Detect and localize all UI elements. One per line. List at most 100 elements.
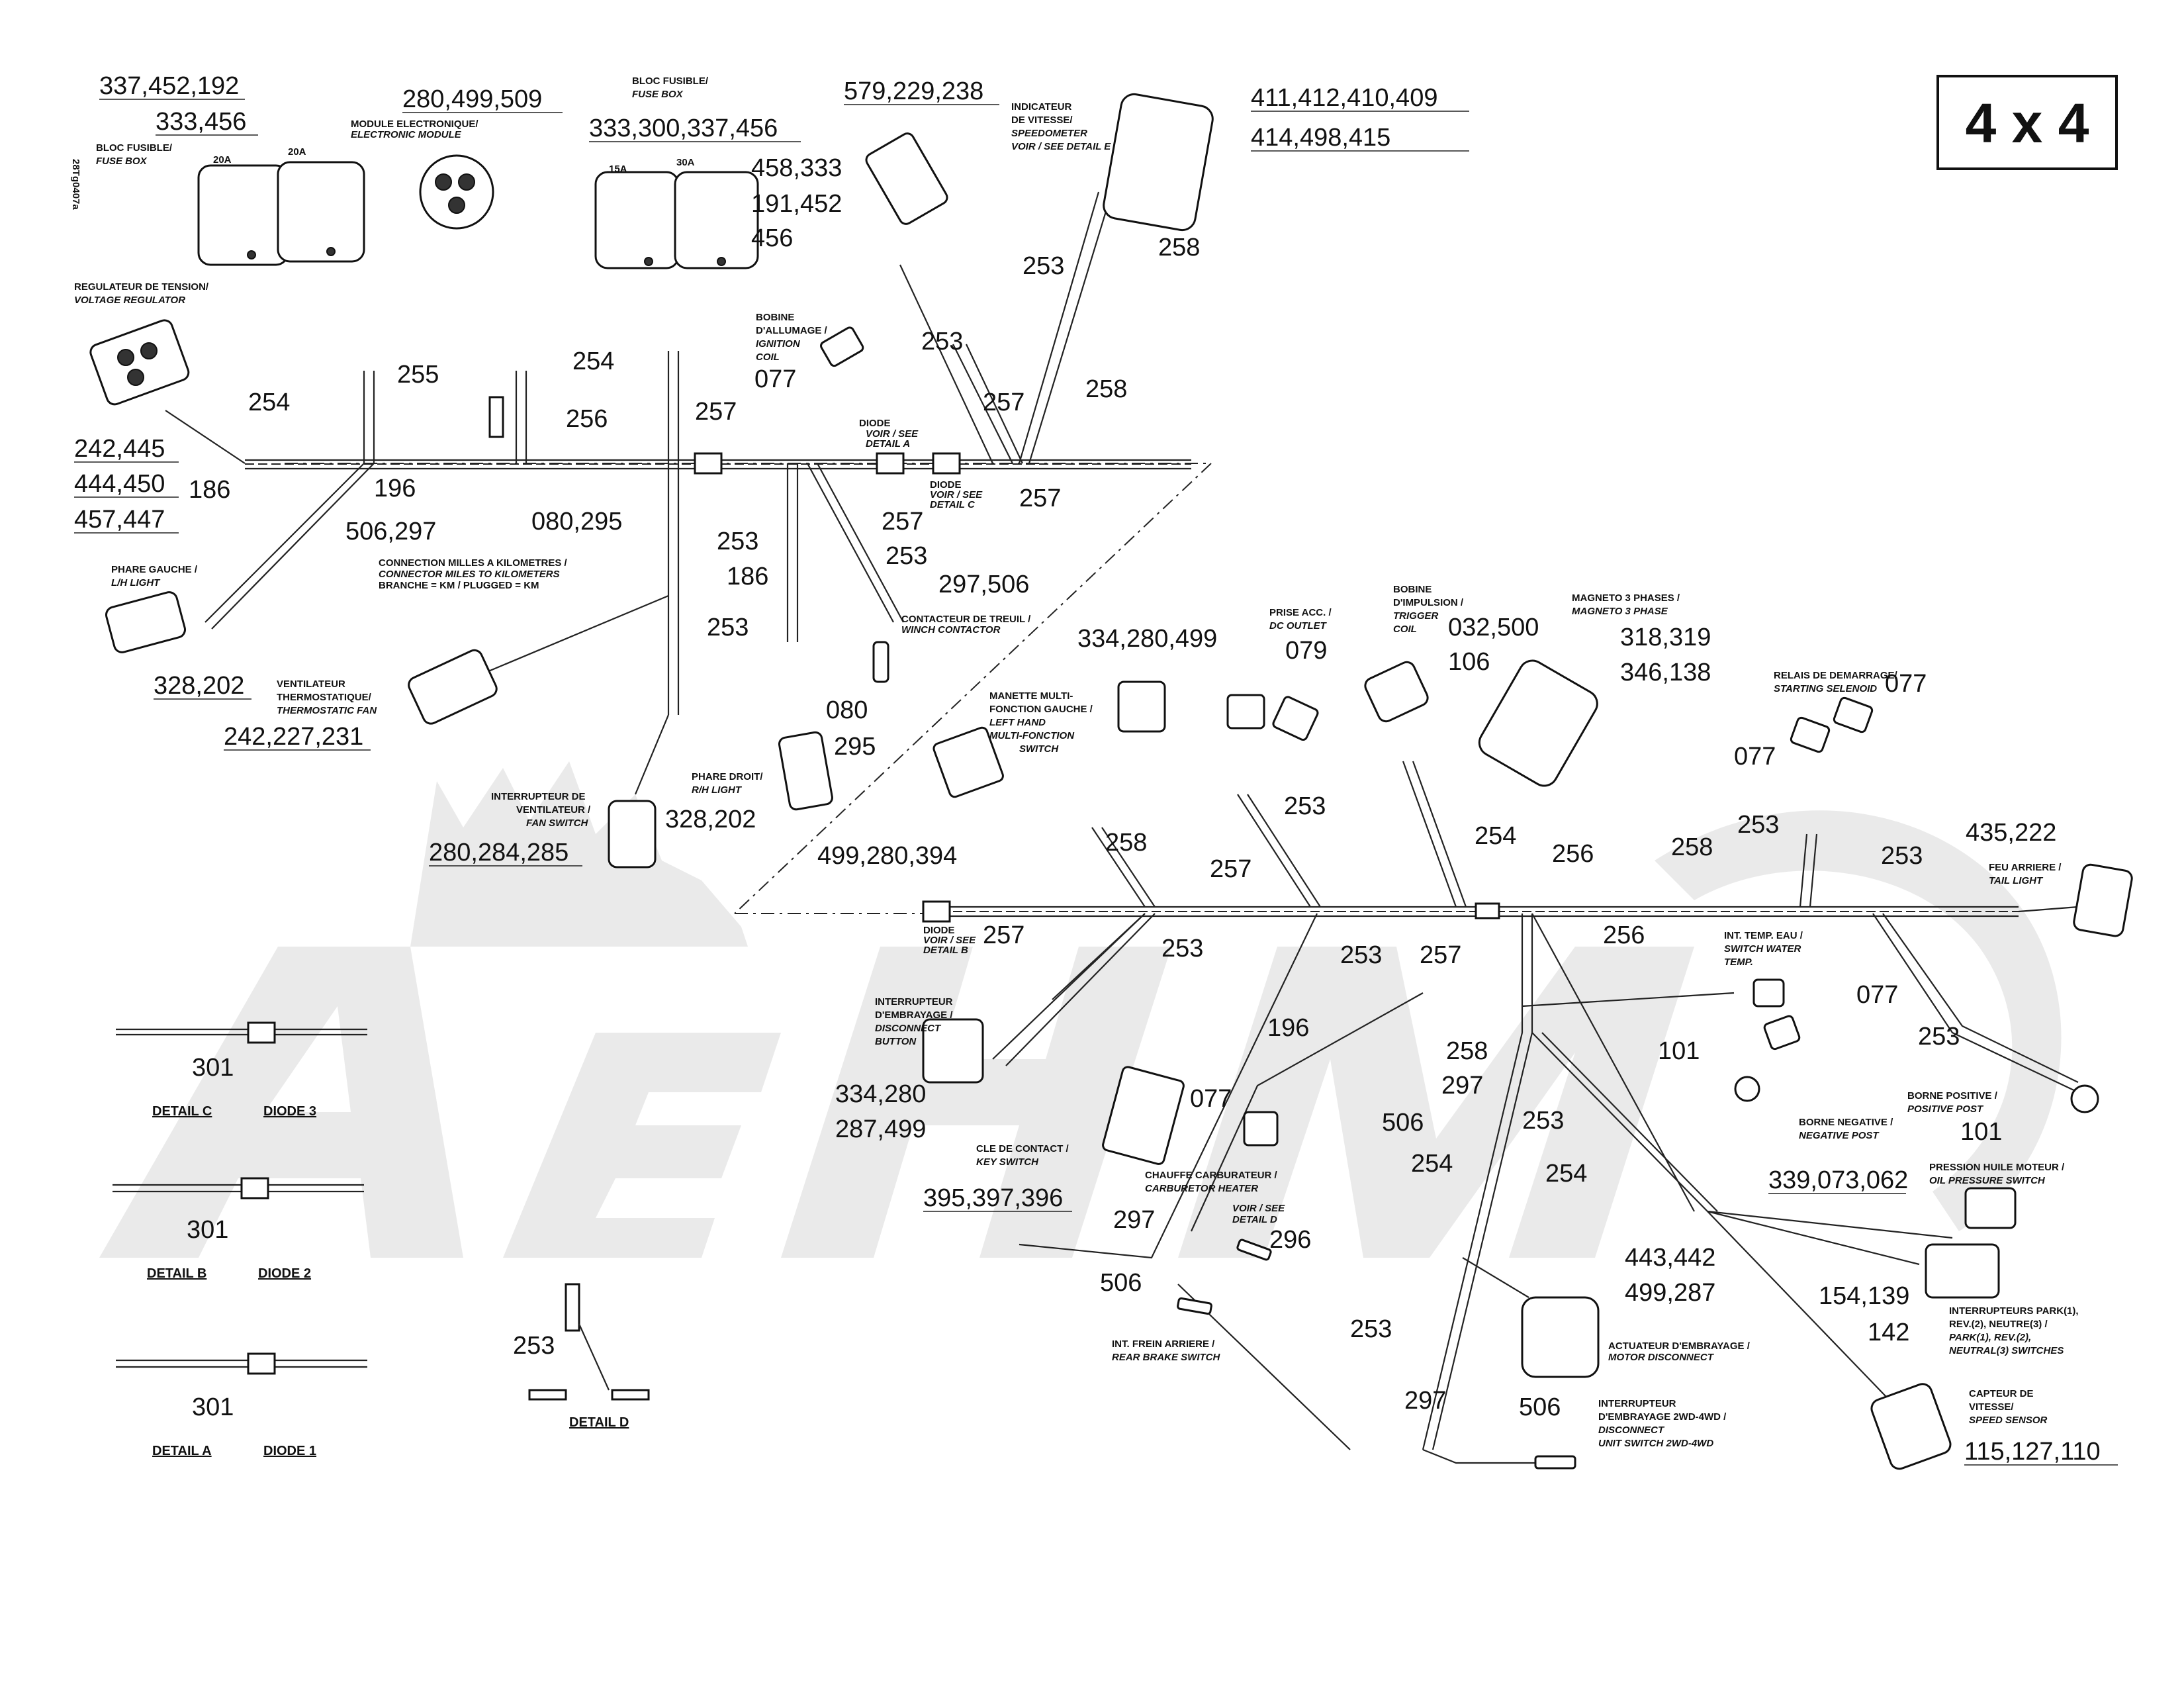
part-label: 253 bbox=[921, 328, 963, 355]
disconnect-button-connector bbox=[922, 1018, 984, 1084]
caption: ELECTRONIC MODULE bbox=[351, 129, 462, 140]
part-label: 191,452 bbox=[751, 190, 842, 218]
part-label: 339,073,062 bbox=[1768, 1166, 1908, 1194]
part-label: 253 bbox=[1350, 1315, 1392, 1343]
part-label: 444,450 bbox=[74, 470, 165, 498]
caption: NEUTRAL(3) SWITCHES bbox=[1949, 1345, 2064, 1356]
detail-title: DETAIL B bbox=[147, 1266, 206, 1281]
caption: SWITCH WATER bbox=[1724, 943, 1801, 955]
caption: CONNECTOR MILES TO KILOMETERS bbox=[379, 569, 560, 580]
caption: BORNE NEGATIVE / bbox=[1799, 1117, 1893, 1128]
part-label: 142 bbox=[1868, 1319, 1909, 1346]
starting-solenoid-connector-b bbox=[1833, 696, 1874, 733]
winch-contactor-connector bbox=[872, 641, 889, 683]
part-label: 254 bbox=[1411, 1150, 1453, 1178]
caption: MAGNETO 3 PHASE bbox=[1572, 606, 1668, 617]
caption: VOIR / SEE bbox=[866, 428, 919, 440]
caption: D'ALLUMAGE / bbox=[756, 325, 828, 336]
part-label: 318,319 bbox=[1620, 624, 1711, 651]
part-label: 080,295 bbox=[531, 508, 622, 536]
lh-light-connector bbox=[105, 591, 186, 653]
caption: INT. TEMP. EAU / bbox=[1724, 930, 1803, 941]
part-label: 297 bbox=[1113, 1206, 1155, 1234]
caption: BOBINE bbox=[756, 312, 794, 323]
caption: INT. FREIN ARRIERE / bbox=[1112, 1338, 1215, 1350]
speedometer-connector bbox=[1103, 93, 1214, 232]
part-label: 077 bbox=[1856, 981, 1898, 1009]
caption: VITESSE/ bbox=[1969, 1401, 2014, 1413]
caption: MAGNETO 3 PHASES / bbox=[1572, 592, 1680, 604]
part-label: 101 bbox=[1658, 1037, 1700, 1065]
part-label: 506 bbox=[1519, 1393, 1561, 1421]
caption: ACTUATEUR D'EMBRAYAGE / bbox=[1608, 1340, 1751, 1352]
part-label: 255 bbox=[397, 361, 439, 389]
caption: DE VITESSE/ bbox=[1011, 115, 1073, 126]
caption: FONCTION GAUCHE / bbox=[989, 704, 1093, 715]
part-label: 253 bbox=[886, 542, 927, 570]
part-label: 499,287 bbox=[1625, 1279, 1715, 1307]
caption: INTERRUPTEUR bbox=[1598, 1398, 1676, 1409]
part-label: 280,499,509 bbox=[402, 85, 542, 113]
part-label: 253 bbox=[717, 528, 758, 555]
part-label: 080 bbox=[826, 696, 868, 724]
part-label: 258 bbox=[1105, 829, 1147, 857]
caption: COIL bbox=[756, 352, 780, 363]
park-rev-neutral-switch-connector bbox=[1925, 1243, 2000, 1299]
part-label: 253 bbox=[1522, 1107, 1564, 1135]
part-label: 253 bbox=[1881, 842, 1923, 870]
part-label: 077 bbox=[1885, 670, 1927, 698]
part-label: 297 bbox=[1404, 1387, 1446, 1415]
part-label: 506 bbox=[1382, 1109, 1424, 1137]
starting-solenoid-connector-a bbox=[1790, 716, 1831, 753]
part-label: 242,227,231 bbox=[224, 723, 363, 751]
caption: R/H LIGHT bbox=[692, 784, 743, 796]
caption: PRESSION HUILE MOTEUR / bbox=[1929, 1162, 2065, 1173]
part-label: 154,139 bbox=[1819, 1282, 1909, 1310]
caption: BLOC FUSIBLE/ bbox=[632, 75, 709, 87]
part-label: 257 bbox=[1420, 941, 1461, 969]
part-label: 296 bbox=[1269, 1226, 1311, 1254]
lower-harness-clip bbox=[1475, 902, 1500, 919]
caption: INTERRUPTEUR bbox=[875, 996, 953, 1008]
part-label: 032,500 bbox=[1448, 614, 1539, 641]
part-label: 253 bbox=[1918, 1023, 1960, 1051]
caption: THERMOSTATIQUE/ bbox=[277, 692, 372, 703]
badge-box bbox=[1936, 75, 2118, 170]
caption: VENTILATEUR bbox=[277, 679, 345, 690]
detail-title: DETAIL A bbox=[152, 1444, 212, 1458]
part-label: 334,280,499 bbox=[1077, 625, 1217, 653]
caption: TRIGGER bbox=[1393, 610, 1439, 622]
caption: VOIR / SEE bbox=[923, 935, 976, 946]
caption: FEU ARRIERE / bbox=[1989, 862, 2062, 873]
diode-b bbox=[922, 900, 951, 923]
part-label: 257 bbox=[1210, 855, 1251, 883]
part-label: 257 bbox=[983, 389, 1024, 416]
caption: TEMP. bbox=[1724, 957, 1753, 968]
rear-brake-switch-plug-a bbox=[1177, 1297, 1212, 1315]
fan-switch-connector bbox=[608, 800, 657, 868]
caption: PHARE GAUCHE / bbox=[111, 564, 198, 575]
detail-title: DETAIL C bbox=[152, 1104, 212, 1119]
part-label: 253 bbox=[1161, 935, 1203, 962]
caption: VOLTAGE REGULATOR bbox=[74, 295, 185, 306]
part-label: 256 bbox=[566, 405, 608, 433]
part-label: 579,229,238 bbox=[844, 77, 983, 105]
badge-4x4: 4 x 4 bbox=[1966, 92, 2089, 154]
caption: MOTOR DISCONNECT bbox=[1608, 1352, 1715, 1363]
part-label: 254 bbox=[1545, 1160, 1587, 1188]
part-label: 253 bbox=[1340, 941, 1382, 969]
part-label: 506 bbox=[1100, 1269, 1142, 1297]
part-label: 256 bbox=[1603, 921, 1645, 949]
part-label: 458,333 bbox=[751, 154, 842, 182]
caption: RELAIS DE DEMARRAGE/ bbox=[1774, 670, 1898, 681]
magneto-connector bbox=[1478, 659, 1598, 787]
rh-light-connector bbox=[778, 731, 833, 811]
caption: BLOC FUSIBLE/ bbox=[96, 142, 173, 154]
caption: DISCONNECT bbox=[1598, 1425, 1665, 1436]
caption: VOIR / SEE bbox=[930, 489, 983, 500]
part-label: 411,412,410,409 bbox=[1251, 84, 1437, 112]
caption: WINCH CONTACTOR bbox=[901, 624, 1001, 635]
part-label: 196 bbox=[1267, 1014, 1309, 1042]
part-label: 258 bbox=[1158, 234, 1200, 261]
caption: STARTING SELENOID bbox=[1774, 683, 1877, 694]
